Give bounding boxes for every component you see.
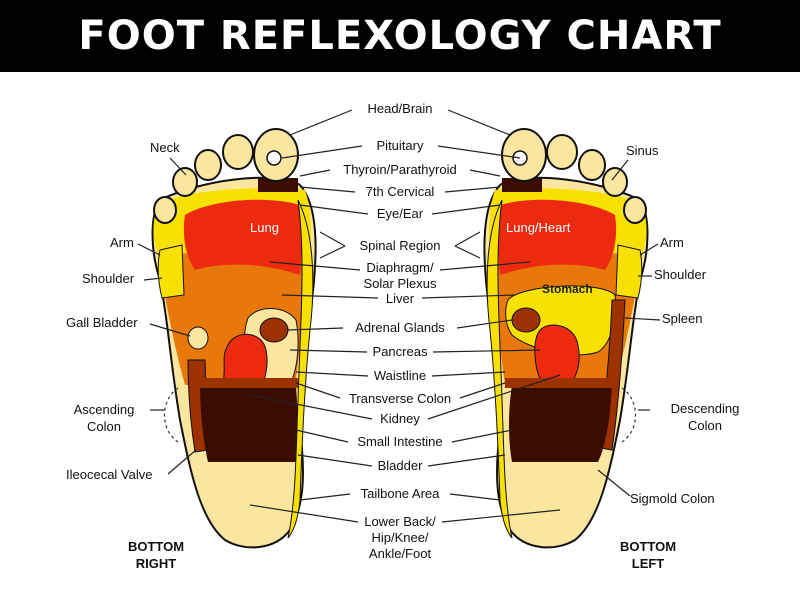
label-descending-2: Colon	[688, 418, 722, 433]
right-foot-shoulder-zone	[157, 244, 185, 299]
label-gall-bladder: Gall Bladder	[66, 315, 138, 330]
label-transverse-colon: Transverse Colon	[349, 391, 451, 406]
right-foot-cervical-band	[258, 178, 298, 192]
left-foot-lung-heart-zone	[498, 199, 617, 275]
left-foot-spine-strip	[486, 199, 513, 539]
title-bottom-right-2: RIGHT	[136, 556, 177, 571]
label-head-brain: Head/Brain	[367, 101, 432, 116]
right-foot-lung-zone	[183, 199, 302, 275]
title-bottom-right-1: BOTTOM	[128, 539, 184, 554]
title-bottom-left-1: BOTTOM	[620, 539, 676, 554]
left-foot-stomach-label: Stomach	[542, 282, 593, 296]
label-ascending-2: Colon	[87, 419, 121, 434]
title-bar: FOOT REFLEXOLOGY CHART	[0, 0, 800, 72]
left-foot-lung-heart-label: Lung/Heart	[506, 220, 571, 235]
right-foot-transverse-colon	[196, 378, 298, 388]
label-arm-right: Arm	[660, 235, 684, 250]
left-foot-toe-3	[578, 149, 606, 181]
label-ileocecal: Ileocecal Valve	[66, 467, 152, 482]
right-foot-toe-2	[222, 134, 254, 170]
left-foot-shoulder-zone	[615, 244, 643, 299]
label-kidney: Kidney	[380, 411, 420, 426]
label-waistline: Waistline	[374, 368, 426, 383]
right-foot-pituitary-dot	[266, 150, 282, 166]
center-labels: Head/Brain Pituitary Thyroin/Parathyroid…	[343, 101, 456, 561]
label-spinal-region: Spinal Region	[360, 238, 441, 253]
outer-labels-right: Sinus Arm Shoulder Spleen Descending Col…	[597, 143, 740, 506]
left-foot: Lung/Heart Stomach	[483, 128, 649, 549]
label-descending-1: Descending	[671, 401, 740, 416]
label-diaphragm-1: Diaphragm/	[366, 260, 434, 275]
title-bottom-left-2: LEFT	[632, 556, 665, 571]
label-shoulder-left: Shoulder	[82, 271, 135, 286]
label-sinus: Sinus	[626, 143, 659, 158]
foot-titles: BOTTOM RIGHT BOTTOM LEFT	[128, 539, 676, 571]
label-diaphragm-2: Solar Plexus	[364, 276, 437, 291]
right-foot-toe-3	[194, 149, 222, 181]
label-neck: Neck	[150, 140, 180, 155]
left-foot-toe-4	[602, 167, 628, 197]
left-foot-toe-2	[546, 134, 578, 170]
right-foot-toe-4	[172, 167, 198, 197]
left-foot-toe-5	[623, 196, 647, 224]
label-small-intestine: Small Intestine	[357, 434, 442, 449]
left-foot-small-intestine	[509, 385, 612, 462]
left-foot-stomach	[505, 285, 617, 356]
left-foot-adrenal-gland	[511, 307, 541, 333]
label-spleen: Spleen	[662, 311, 702, 326]
label-thyroid: Thyroin/Parathyroid	[343, 162, 456, 177]
center-leader-lines	[249, 109, 561, 523]
label-lower-back-3: Ankle/Foot	[369, 546, 432, 561]
left-foot-cervical-band	[502, 178, 542, 192]
right-foot-adrenal-gland	[259, 317, 289, 343]
label-tailbone: Tailbone Area	[361, 486, 441, 501]
label-sigmoid: Sigmold Colon	[630, 491, 715, 506]
reflexology-diagram: Lung Lung/Heart Stomach Head/Brain Pitui…	[66, 101, 740, 571]
label-arm-left: Arm	[110, 235, 134, 250]
right-foot-small-intestine	[200, 385, 299, 462]
label-pituitary: Pituitary	[377, 138, 424, 153]
right-foot-spine-strip	[287, 199, 314, 539]
label-pancreas: Pancreas	[373, 344, 428, 359]
label-ascending-1: Ascending	[74, 402, 135, 417]
label-lower-back-2: Hip/Knee/	[371, 530, 428, 545]
label-eye-ear: Eye/Ear	[377, 206, 424, 221]
label-shoulder-right: Shoulder	[654, 267, 707, 282]
left-foot-transverse-colon	[505, 378, 615, 388]
chart-title: FOOT REFLEXOLOGY CHART	[78, 13, 722, 59]
right-foot-gall-bladder	[187, 326, 209, 350]
right-foot-toe-5	[153, 196, 177, 224]
label-seventh-cervical: 7th Cervical	[366, 184, 435, 199]
label-bladder: Bladder	[378, 458, 423, 473]
right-foot: Lung	[151, 128, 317, 549]
label-lower-back-1: Lower Back/	[364, 514, 436, 529]
outer-labels-left: Neck Arm Shoulder Gall Bladder Ascending…	[66, 140, 197, 482]
right-foot-lung-label: Lung	[250, 220, 279, 235]
label-adrenal: Adrenal Glands	[355, 320, 445, 335]
label-liver: Liver	[386, 291, 415, 306]
